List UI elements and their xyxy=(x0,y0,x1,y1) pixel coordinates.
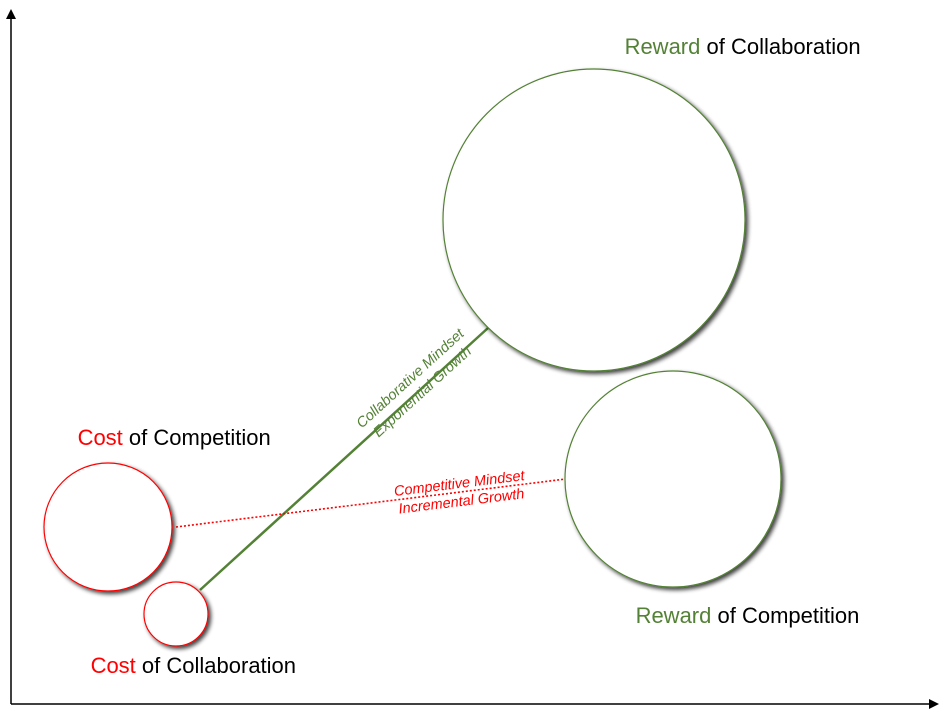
cost-collaboration-rest: of Collaboration xyxy=(136,653,296,678)
cost-collaboration-label: Cost of Collaboration xyxy=(60,653,314,678)
reward-collaboration-label: Reward of Collaboration xyxy=(594,34,879,59)
competitive-connector-label: Competitive Mindset Incremental Growth xyxy=(393,468,526,518)
cost-competition-highlight: Cost xyxy=(78,425,123,450)
reward-competition-circle xyxy=(564,370,782,588)
cost-collaboration-highlight: Cost xyxy=(91,653,136,678)
cost-competition-label: Cost of Competition xyxy=(47,425,289,450)
collaborative-connector-label: Collaborative Mindset Exponential Growth xyxy=(354,325,475,440)
reward-collaboration-circle xyxy=(442,68,746,372)
reward-competition-rest: of Competition xyxy=(711,603,859,628)
cost-competition-rest: of Competition xyxy=(123,425,271,450)
competitive-growth-line xyxy=(175,478,567,528)
cost-collaboration-circle xyxy=(143,581,209,647)
reward-collaboration-highlight: Reward xyxy=(625,34,701,59)
collaborative-growth-line xyxy=(199,327,489,591)
reward-collaboration-rest: of Collaboration xyxy=(700,34,860,59)
reward-competition-label: Reward of Competition xyxy=(605,603,878,628)
cost-competition-circle xyxy=(43,462,173,592)
collaborative-mindset-text: Collaborative Mindset xyxy=(354,325,469,431)
reward-competition-highlight: Reward xyxy=(636,603,712,628)
